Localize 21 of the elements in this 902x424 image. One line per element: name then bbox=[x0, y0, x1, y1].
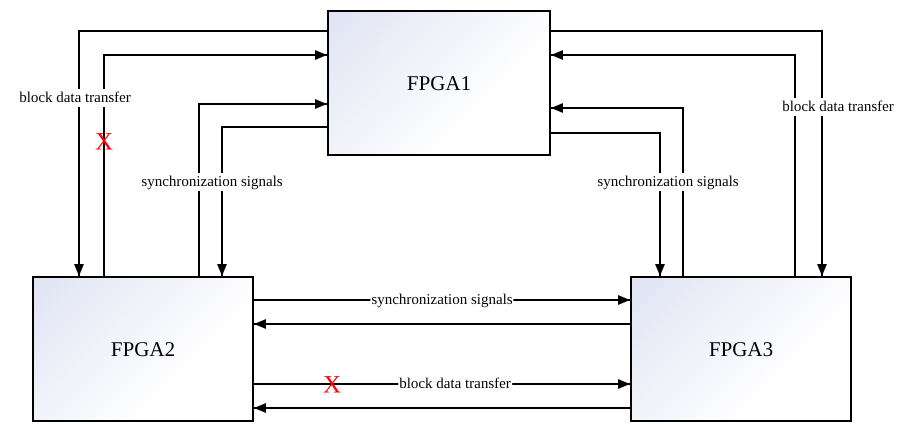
arrow bbox=[551, 50, 796, 276]
node-label: FPGA3 bbox=[708, 336, 774, 362]
edge-label: synchronization signals bbox=[140, 173, 284, 191]
node-label: FPGA1 bbox=[406, 70, 472, 96]
fpga-box bbox=[630, 276, 852, 422]
arrow bbox=[103, 50, 327, 276]
arrow bbox=[551, 132, 665, 276]
arrow bbox=[551, 30, 827, 276]
arrow bbox=[551, 103, 684, 276]
arrow bbox=[217, 126, 327, 276]
edge-label: block data transfer bbox=[18, 89, 132, 107]
node-label: FPGA2 bbox=[110, 336, 176, 362]
arrow bbox=[254, 319, 630, 329]
edge-label: synchronization signals bbox=[596, 173, 740, 191]
arrow bbox=[254, 403, 630, 413]
fpga-box bbox=[32, 276, 254, 422]
fpga-box bbox=[327, 10, 551, 156]
arrow bbox=[198, 99, 327, 276]
edge-label: synchronization signals bbox=[370, 291, 514, 309]
arrow bbox=[74, 30, 327, 276]
edge-label: block data transfer bbox=[781, 98, 895, 116]
